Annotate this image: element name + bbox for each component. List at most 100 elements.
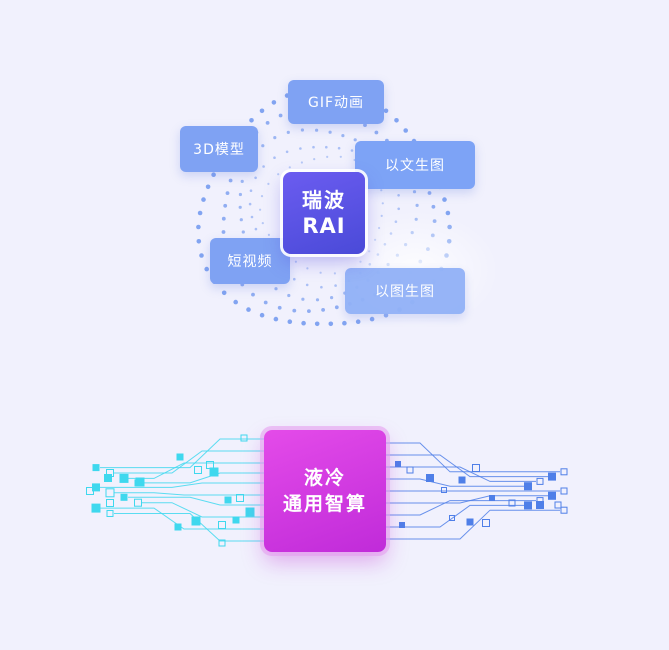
circuit-pad (209, 467, 219, 477)
swirl-dot (251, 292, 255, 297)
circuit-trace (386, 509, 560, 540)
swirl-dot (301, 320, 306, 326)
swirl-dot (221, 290, 227, 296)
circuit-trace (114, 492, 264, 496)
circuit-trace (114, 450, 264, 474)
circuit-pad (134, 498, 142, 507)
swirl-dot (307, 309, 311, 313)
tag-short-video: 短视频 (210, 238, 290, 284)
swirl-dot (273, 136, 277, 140)
swirl-dot (240, 179, 244, 183)
swirl-dot (312, 145, 315, 149)
swirl-dot (427, 191, 432, 195)
chip-title-line1: 液冷 (303, 467, 346, 489)
circuit-pad (135, 477, 145, 487)
circuit-trace (128, 496, 264, 506)
swirl-dot (339, 155, 342, 158)
circuit-pad (508, 499, 516, 507)
circuit-pad (560, 468, 568, 476)
swirl-dot (261, 144, 265, 148)
circuit-pad (426, 474, 434, 482)
circuit-pad (206, 461, 214, 469)
swirl-dot (277, 173, 280, 176)
circuit-pad (218, 521, 226, 529)
swirl-dot (249, 189, 253, 192)
swirl-dot (326, 155, 329, 158)
circuit-pad (105, 488, 115, 498)
swirl-dot (320, 285, 323, 289)
circuit-pad (548, 491, 556, 500)
swirl-dot (301, 297, 305, 301)
swirl-dot (262, 165, 265, 168)
swirl-dot (412, 190, 417, 194)
swirl-dot (267, 233, 270, 236)
swirl-dot (287, 319, 293, 325)
swirl-dot (241, 230, 245, 234)
circuit-pad (399, 522, 405, 528)
circuit-pad (560, 506, 568, 514)
circuit-trace (386, 466, 536, 482)
swirl-dot (273, 316, 279, 322)
swirl-dot (197, 210, 203, 216)
swirl-dot (300, 161, 303, 164)
swirl-dot (263, 300, 268, 305)
circuit-pad (560, 487, 568, 495)
swirl-dot (277, 305, 282, 310)
circuit-pad (236, 494, 244, 502)
swirl-dot (274, 287, 278, 291)
swirl-dot (238, 192, 242, 197)
circuit-pad (86, 487, 94, 495)
swirl-dot (204, 266, 209, 272)
tag-text-to-image-label: 以文生图 (385, 158, 445, 174)
swirl-dot (250, 215, 254, 219)
swirl-dot (363, 123, 367, 127)
tag-text-to-image: 以文生图 (355, 141, 475, 189)
swirl-dot (286, 130, 290, 134)
circuit-trace (114, 513, 264, 542)
tag-3d-label: 3D模型 (193, 142, 245, 158)
swirl-dot (225, 191, 230, 196)
swirl-dot (239, 218, 243, 222)
swirl-dot (314, 321, 320, 327)
rai-core-box: 瑞波 RAI (283, 172, 365, 254)
swirl-dot (248, 202, 252, 206)
tag-3d-model: 3D模型 (180, 126, 258, 172)
swirl-dot (259, 312, 265, 318)
swirl-dot (431, 204, 436, 209)
swirl-dot (233, 299, 238, 305)
circuit-pad (548, 472, 556, 481)
swirl-dot (259, 208, 262, 211)
swirl-dot (261, 222, 264, 225)
circuit-pad (395, 461, 401, 467)
circuit-pad (104, 474, 112, 482)
circuit-pad (441, 487, 447, 493)
swirl-dot (328, 130, 332, 134)
circuit-pad (554, 501, 562, 509)
swirl-dot (259, 108, 265, 114)
circuit-pad (92, 464, 100, 472)
swirl-dot (293, 277, 296, 281)
circuit-pad (224, 496, 232, 504)
circuit-pad (106, 499, 114, 507)
swirl-dot (196, 224, 201, 230)
swirl-dot (265, 121, 270, 125)
circuit-pad (218, 539, 226, 547)
swirl-dot (442, 197, 447, 202)
circuit-trace (386, 478, 524, 487)
swirl-dot (221, 216, 226, 221)
swirl-dot (394, 118, 399, 123)
swirl-dot (278, 113, 283, 118)
circuit-pad (472, 464, 480, 472)
core-title-line2: RAI (302, 214, 346, 238)
tag-image-to-image: 以图生图 (345, 268, 465, 314)
swirl-dot (403, 128, 409, 133)
swirl-dot (205, 184, 211, 190)
swirl-dot (238, 205, 242, 209)
swirl-dot (211, 172, 216, 177)
swirl-dot (381, 202, 384, 205)
swirl-dot (285, 150, 289, 154)
circuit-pad (194, 466, 202, 474)
swirl-dot (228, 178, 233, 183)
swirl-dot (341, 134, 345, 138)
